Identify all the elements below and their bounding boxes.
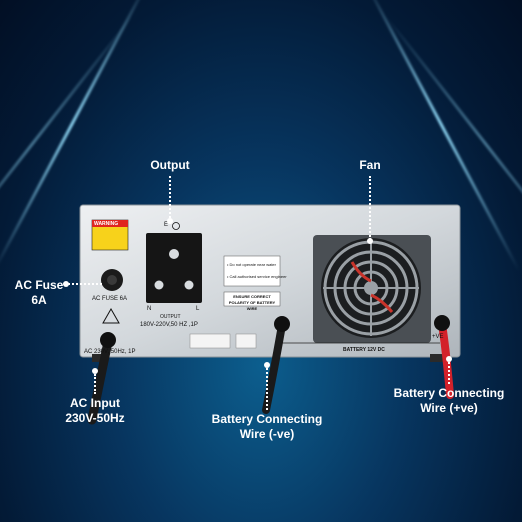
leader-ac-fuse-dot	[63, 281, 69, 287]
callout-ac-input: AC Input 230V-50Hz	[65, 396, 125, 425]
socket-hole-live	[184, 280, 194, 290]
caution-sticker	[223, 255, 281, 287]
leader-fan	[369, 176, 371, 240]
leader-ac-input-dot	[92, 368, 98, 374]
leader-ac-fuse	[68, 283, 102, 285]
socket-hole-neutral	[154, 280, 164, 290]
callout-battery-pos: Battery Connecting Wire (+ve)	[393, 386, 505, 415]
callout-fan: Fan	[359, 158, 381, 172]
fuse-label: AC FUSE 6A	[92, 296, 128, 302]
socket-e-label: E	[164, 222, 169, 228]
leader-output	[169, 176, 171, 222]
warning-label: WARNING	[94, 221, 119, 227]
output-rating: 180V-220V,50 HZ ,1P	[140, 322, 198, 328]
leader-battery-pos-dot	[446, 356, 452, 362]
leader-fan-dot	[367, 238, 373, 244]
ac-input-cable	[87, 337, 113, 425]
leader-battery-neg	[266, 368, 268, 410]
battery-positive-grommet	[434, 315, 450, 331]
cooling-fan	[313, 235, 431, 343]
shock-hazard-icon	[102, 307, 120, 324]
leader-battery-neg-dot	[264, 362, 270, 368]
socket-l-label: L	[196, 306, 200, 312]
ac-input-grommet	[100, 332, 116, 348]
earth-symbol-icon	[172, 222, 180, 230]
panel-foot-left	[92, 354, 108, 362]
serial-label	[235, 333, 257, 349]
leader-battery-pos	[448, 362, 450, 384]
caution-line-1: • Do not operate near water	[227, 262, 276, 267]
callout-battery-neg: Battery Connecting Wire (-ve)	[211, 412, 323, 441]
caution-line-2: • Call authorised service engineer	[227, 274, 287, 279]
input-rating: AC 230V, 50Hz, 1P	[84, 349, 136, 355]
leader-ac-input	[94, 374, 96, 394]
callout-output: Output	[150, 158, 190, 172]
socket-hole-earth	[169, 249, 179, 259]
leader-output-dot	[167, 218, 173, 224]
polarity-sticker	[223, 291, 281, 307]
rating-label	[189, 333, 231, 349]
battery-label: BATTERY 12V DC	[343, 347, 385, 353]
callout-ac-fuse: AC Fuse 6A	[14, 278, 64, 307]
socket-n-label: N	[147, 306, 152, 312]
battery-negative-grommet	[274, 316, 290, 332]
polarity-note: ENSURE CORRECT POLARITY OF BATTERY WIRE	[228, 294, 276, 311]
positive-label: +VE	[432, 334, 444, 340]
output-socket-plate	[146, 233, 202, 303]
output-label: OUTPUT	[160, 314, 181, 320]
panel-foot-right	[430, 354, 446, 362]
